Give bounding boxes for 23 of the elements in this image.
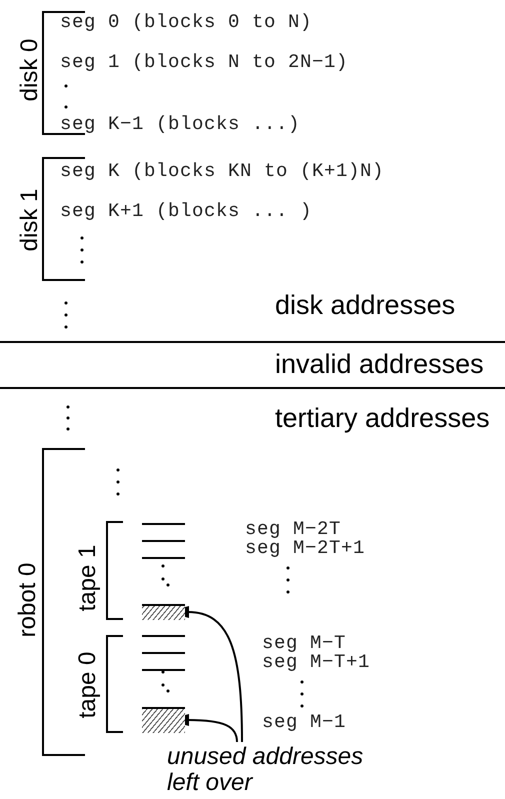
segment-label: seg M−2T <box>245 519 342 539</box>
bracket <box>106 635 123 733</box>
group-label: robot 0 <box>15 562 41 638</box>
segment-label: seg K−1 (blocks ...) <box>60 114 300 134</box>
region-label: disk addresses <box>275 290 456 320</box>
hatched-block <box>142 604 185 620</box>
segment-label: seg 1 (blocks N to 2N−1) <box>60 52 348 72</box>
group-label: tape 1 <box>75 544 101 612</box>
segment-label: seg 0 (blocks 0 to N) <box>60 12 312 32</box>
segment-label: seg M−1 <box>262 712 346 732</box>
segment-label: seg M−T+1 <box>262 652 370 672</box>
region-label: tertiary addresses <box>275 403 490 433</box>
annotation-text: unused addresses left over <box>167 744 387 796</box>
segment-label: seg K (blocks KN to (K+1)N) <box>60 161 384 181</box>
group-label: disk 0 <box>17 38 43 102</box>
segment-label: seg M−T <box>262 633 346 653</box>
group-label: disk 1 <box>17 188 43 252</box>
region-label: invalid addresses <box>275 349 484 379</box>
group-label: tape 0 <box>75 652 101 718</box>
segment-label: seg K+1 (blocks ... ) <box>60 201 312 221</box>
bracket <box>106 521 123 620</box>
hatched-block <box>142 707 185 733</box>
segment-label: seg M−2T+1 <box>245 538 366 558</box>
